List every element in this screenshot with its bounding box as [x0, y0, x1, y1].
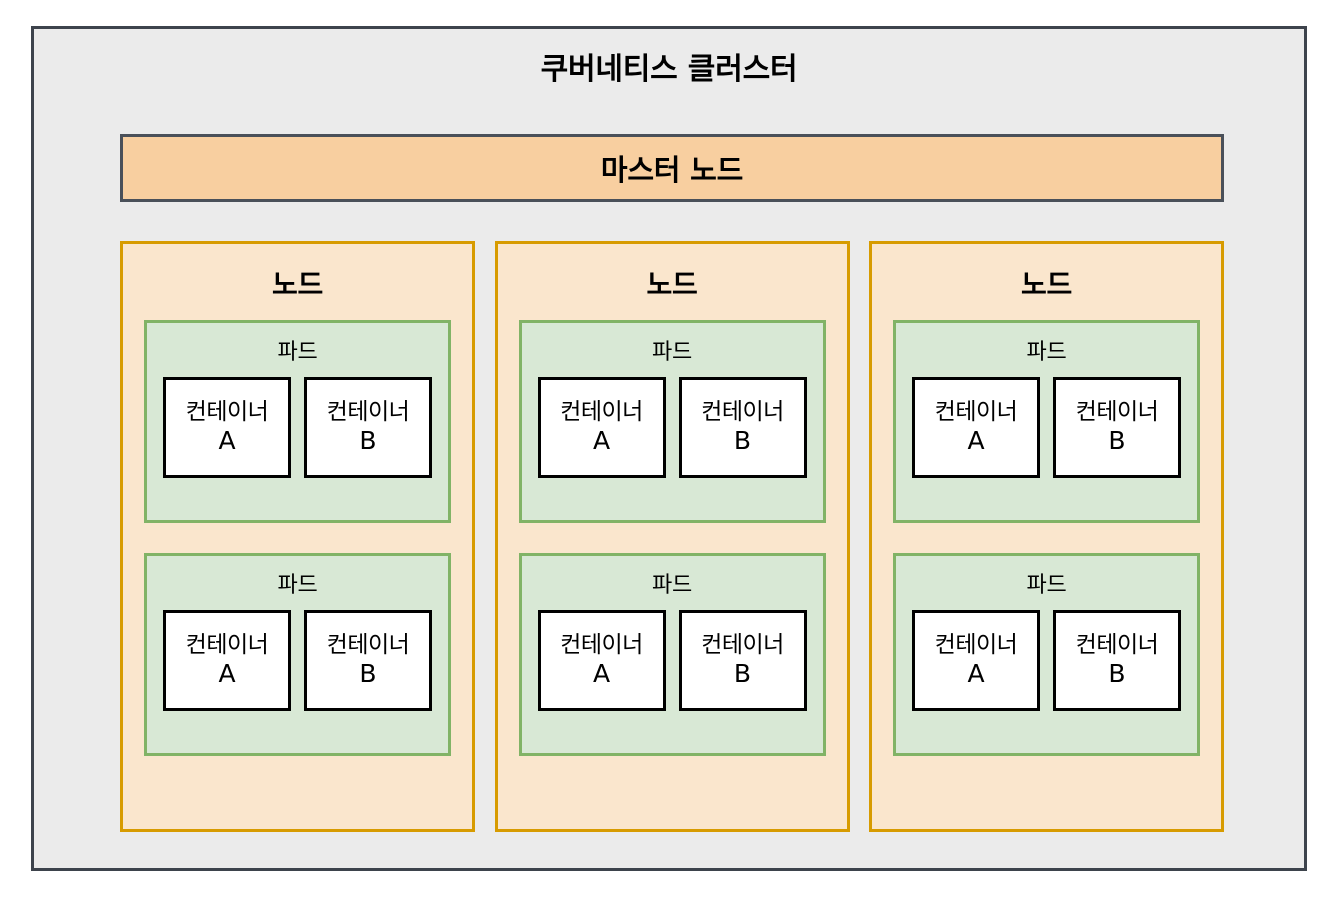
cluster-container: 쿠버네티스 클러스터 마스터 노드 노드 파드 컨테이너 A [31, 26, 1307, 871]
containers-group-3-2: 컨테이너 A 컨테이너 B [912, 610, 1181, 711]
pod-title-1-2: 파드 [277, 573, 318, 598]
pod-box-3-2: 파드 컨테이너 A 컨테이너 B [893, 553, 1200, 756]
containers-group-1-1: 컨테이너 A 컨테이너 B [163, 377, 432, 478]
nodes-row: 노드 파드 컨테이너 A 컨테이너 B [120, 241, 1224, 832]
pod-box-3-1: 파드 컨테이너 A 컨테이너 B [893, 320, 1200, 523]
container-name-3-2-a: 컨테이너 [934, 632, 1018, 659]
node-box-3: 노드 파드 컨테이너 A 컨테이너 B [869, 241, 1224, 832]
pod-box-1-1: 파드 컨테이너 A 컨테이너 B [144, 320, 451, 523]
container-letter-3-2-b: B [1108, 659, 1126, 689]
container-box-1-2-b: 컨테이너 B [304, 610, 432, 711]
container-box-1-2-a: 컨테이너 A [163, 610, 291, 711]
container-letter-1-1-a: A [218, 426, 236, 456]
container-letter-2-1-b: B [733, 426, 752, 456]
container-name-3-2-b: 컨테이너 [1075, 632, 1159, 659]
container-box-3-2-a: 컨테이너 A [912, 610, 1040, 711]
container-letter-3-2-a: A [967, 659, 985, 689]
container-letter-1-2-a: A [218, 659, 236, 689]
container-box-1-1-a: 컨테이너 A [163, 377, 291, 478]
container-box-2-1-b: 컨테이너 B [678, 377, 807, 478]
container-box-1-1-b: 컨테이너 B [304, 377, 432, 478]
container-box-2-1-a: 컨테이너 A [537, 377, 666, 478]
node-title-2: 노드 [646, 268, 698, 301]
containers-group-3-1: 컨테이너 A 컨테이너 B [912, 377, 1181, 478]
containers-group-2-1: 컨테이너 A 컨테이너 B [537, 377, 807, 478]
container-box-3-1-a: 컨테이너 A [912, 377, 1040, 478]
container-name-1-2-b: 컨테이너 [326, 632, 410, 659]
pods-group-2: 파드 컨테이너 A 컨테이너 B [498, 320, 847, 756]
container-box-3-1-b: 컨테이너 B [1053, 377, 1181, 478]
node-title-3: 노드 [1020, 268, 1073, 301]
pod-box-2-1: 파드 컨테이너 A 컨테이너 B [518, 320, 826, 523]
pod-title-2-1: 파드 [651, 340, 693, 365]
container-letter-2-2-b: B [733, 659, 752, 689]
container-name-1-2-a: 컨테이너 [185, 632, 269, 659]
cluster-title: 쿠버네티스 클러스터 [540, 52, 798, 87]
pod-title-3-2: 파드 [1026, 573, 1067, 598]
node-box-1: 노드 파드 컨테이너 A 컨테이너 B [120, 241, 475, 832]
node-box-2: 노드 파드 컨테이너 A 컨테이너 B [494, 241, 850, 832]
container-name-2-1-b: 컨테이너 [701, 399, 784, 426]
container-letter-1-2-b: B [359, 659, 377, 689]
container-name-2-1-a: 컨테이너 [560, 399, 643, 426]
container-letter-2-2-a: A [592, 659, 611, 689]
containers-group-1-2: 컨테이너 A 컨테이너 B [163, 610, 432, 711]
container-name-1-1-b: 컨테이너 [326, 399, 410, 426]
containers-group-2-2: 컨테이너 A 컨테이너 B [537, 610, 807, 711]
pods-group-1: 파드 컨테이너 A 컨테이너 B [123, 320, 472, 756]
master-node-box: 마스터 노드 [120, 134, 1224, 202]
pod-box-1-2: 파드 컨테이너 A 컨테이너 B [144, 553, 451, 756]
container-box-2-2-a: 컨테이너 A [537, 610, 666, 711]
pod-box-2-2: 파드 컨테이너 A 컨테이너 B [518, 553, 826, 756]
node-title-1: 노드 [271, 268, 324, 301]
container-letter-3-1-b: B [1108, 426, 1126, 456]
container-box-3-2-b: 컨테이너 B [1053, 610, 1181, 711]
container-name-3-1-a: 컨테이너 [934, 399, 1018, 426]
container-letter-2-1-a: A [592, 426, 611, 456]
pods-group-3: 파드 컨테이너 A 컨테이너 B [872, 320, 1221, 756]
master-node-label: 마스터 노드 [600, 153, 744, 187]
pod-title-2-2: 파드 [651, 573, 693, 598]
pod-title-3-1: 파드 [1026, 340, 1067, 365]
container-name-2-2-a: 컨테이너 [560, 632, 643, 659]
container-letter-1-1-b: B [359, 426, 377, 456]
container-name-3-1-b: 컨테이너 [1075, 399, 1159, 426]
container-box-2-2-b: 컨테이너 B [678, 610, 807, 711]
container-name-1-1-a: 컨테이너 [185, 399, 269, 426]
container-name-2-2-b: 컨테이너 [701, 632, 784, 659]
container-letter-3-1-a: A [967, 426, 985, 456]
pod-title-1-1: 파드 [277, 340, 318, 365]
